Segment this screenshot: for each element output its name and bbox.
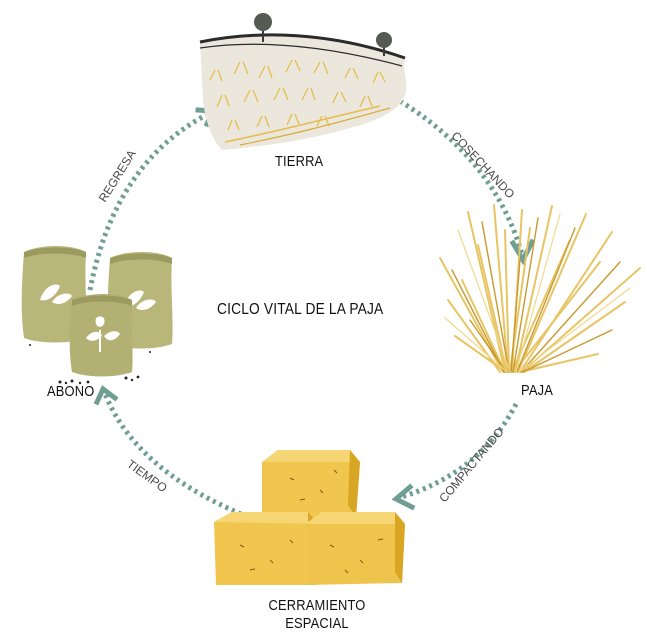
arrowhead-abono	[93, 385, 119, 406]
arrowhead-cerramiento	[391, 483, 416, 511]
node-label-tierra: TIERRA	[275, 153, 324, 170]
fertilizer-sacks-icon	[21, 246, 173, 385]
arrow-abono-to-tierra	[87, 109, 214, 291]
node-label-cerramiento-line1: CERRAMIENTO	[268, 597, 366, 614]
node-label-paja: PAJA	[521, 382, 553, 399]
cycle-arrows	[87, 91, 526, 517]
arrow-cerramiento-to-abono	[101, 390, 242, 517]
arrowhead-paja	[509, 238, 536, 266]
node-label-cerramiento: CERRAMIENTO ESPACIAL	[258, 597, 376, 633]
hay-bales-icon	[214, 450, 405, 585]
node-label-cerramiento-line2: ESPACIAL	[285, 615, 349, 632]
node-label-abono: ABONO	[47, 383, 95, 400]
field-landscape-icon	[199, 13, 407, 150]
straw-bundle-icon	[439, 204, 641, 373]
arrow-tierra-to-paja	[386, 91, 526, 259]
center-title: CICLO VITAL DE LA PAJA	[217, 301, 384, 318]
